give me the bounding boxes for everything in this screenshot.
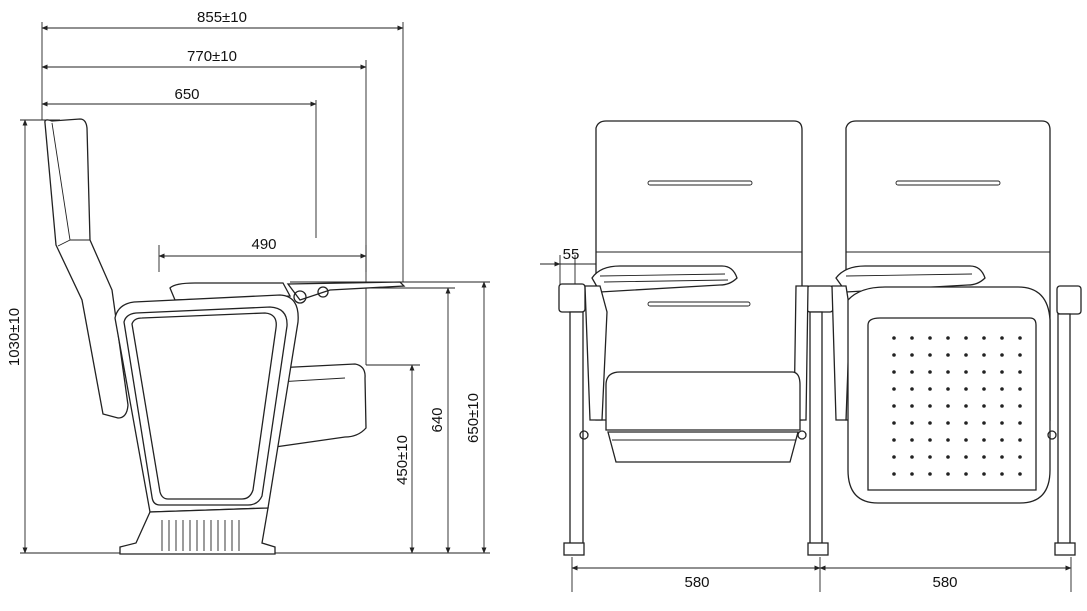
dim-overall-depth-label: 855±10 <box>197 9 247 26</box>
dim-seat-width-right-label: 580 <box>932 574 957 591</box>
dim-depth-seat-open-label: 770±10 <box>187 48 237 65</box>
seat-perforation <box>892 336 1022 476</box>
dim-overall-height: 1030±10 <box>6 119 28 554</box>
front-chair-right <box>831 120 1082 556</box>
dim-overall-depth: 855±10 <box>41 9 404 31</box>
side-chair-outline <box>44 118 406 555</box>
dim-seat-width-left: 580 <box>571 565 821 591</box>
dim-seat-width-left-label: 580 <box>684 574 709 591</box>
dim-seat-height-label: 450±10 <box>394 435 411 485</box>
dim-arm-height: 640 <box>429 287 451 554</box>
dim-seat-width-right: 580 <box>819 565 1072 591</box>
dim-overall-height-label: 1030±10 <box>6 308 23 366</box>
dim-tablet-depth: 490 <box>158 236 367 259</box>
side-view: 855±10 770±10 650 490 1030±10 450±10 <box>6 9 490 555</box>
dim-tablet-depth-label: 490 <box>251 236 276 253</box>
dim-depth-back-label: 650 <box>174 86 199 103</box>
dim-depth-back: 650 <box>41 86 317 107</box>
dim-tablet-height: 650±10 <box>465 281 487 554</box>
dim-tablet-offset-label: 55 <box>563 246 580 263</box>
front-chair-left <box>558 120 834 556</box>
front-view: 55 580 580 <box>540 120 1082 592</box>
dim-depth-seat-open: 770±10 <box>41 48 367 70</box>
dim-arm-height-label: 640 <box>429 407 446 432</box>
dim-seat-height: 450±10 <box>394 364 415 554</box>
dim-tablet-height-label: 650±10 <box>465 393 482 443</box>
